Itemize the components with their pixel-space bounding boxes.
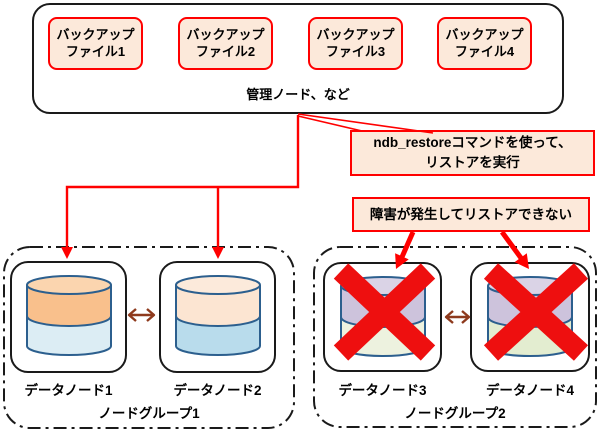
replication-arrow-group2 [444, 310, 471, 324]
failure-arrow-node3 [399, 230, 416, 259]
failure-arrow-node4 [499, 230, 524, 260]
restore-arrowhead-node2 [212, 247, 224, 259]
data-node-2-label: データノード2 [173, 383, 262, 398]
data-node-1-label: データノード1 [24, 383, 113, 398]
database-cylinder-icon [25, 275, 112, 356]
node-group-2-label: ノードグループ2 [404, 406, 506, 421]
backup-file-box-1: バックアップ ファイル1 [48, 17, 143, 70]
data-node-4-label: データノード4 [485, 383, 575, 398]
restore-arrowhead-node1 [61, 247, 73, 259]
replication-arrow-group1 [127, 308, 156, 322]
database-cylinder-icon [174, 275, 261, 356]
data-node-1-box [10, 261, 127, 373]
backup-file-box-4: バックアップ ファイル4 [437, 17, 532, 70]
node-group-1-label: ノードグループ1 [98, 406, 200, 421]
restore-connector-line [65, 115, 300, 248]
backup-file-box-3: バックアップ ファイル3 [308, 17, 403, 70]
data-node-2-box [159, 261, 276, 373]
failure-callout: 障害が発生してリストアできない [352, 197, 590, 232]
data-node-3-box [323, 262, 442, 372]
backup-file-box-2: バックアップ ファイル2 [178, 17, 273, 70]
data-node-4-box [470, 262, 590, 372]
data-node-3-label: データノード3 [338, 383, 427, 398]
management-node-label: 管理ノード、など [246, 87, 350, 102]
database-cylinder-icon [339, 276, 426, 357]
database-cylinder-icon [487, 276, 573, 357]
restore-command-callout: ndb_restoreコマンドを使って、 リストアを実行 [350, 130, 595, 176]
